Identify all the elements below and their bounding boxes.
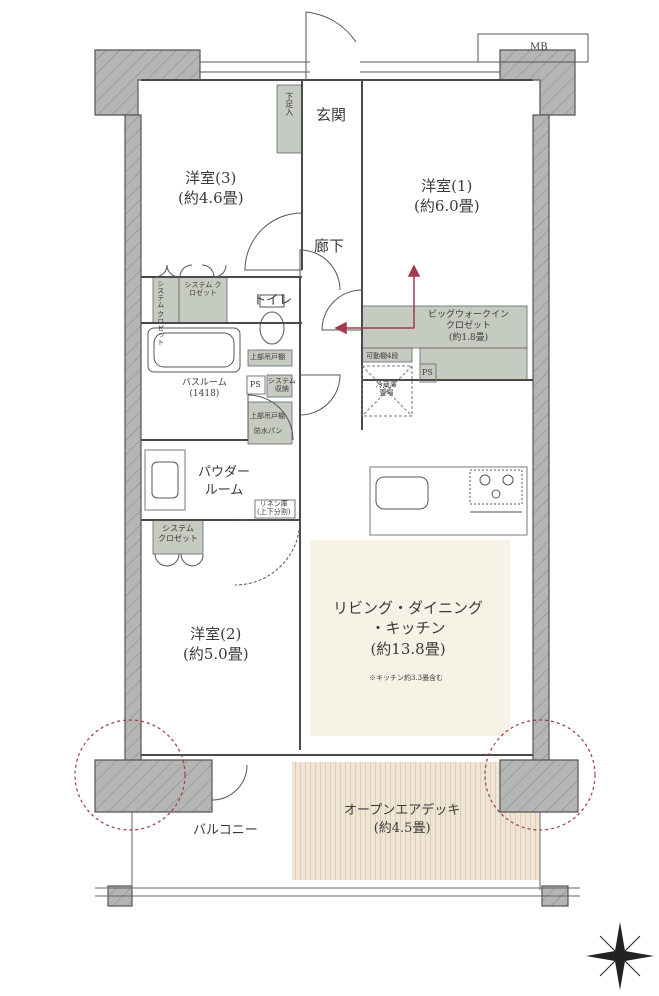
column-top-right bbox=[499, 49, 576, 116]
label-system-closet-a: システム クロゼット bbox=[156, 280, 165, 346]
upper-cabinet-1 bbox=[247, 349, 293, 367]
label-walk-in: ビッグウォークイン クロゼット (約1.8畳) bbox=[428, 310, 510, 343]
column-bottom-left bbox=[94, 759, 213, 813]
label-system-storage: システム 収納 bbox=[268, 377, 296, 394]
door-bath bbox=[247, 394, 294, 441]
mb-box bbox=[477, 33, 589, 63]
label-upper-cabinet-1: 上部吊戸棚 bbox=[250, 353, 285, 361]
toilet-icon bbox=[259, 294, 285, 345]
wash-basin-icon bbox=[151, 461, 179, 499]
label-waterproof-pan: 防水パン bbox=[254, 427, 283, 435]
walk-in-closet bbox=[361, 305, 528, 349]
label-shoe-box: 下足入 bbox=[284, 92, 294, 116]
label-upper-cabinet-2: 上部吊戸棚 bbox=[250, 412, 285, 420]
label-ps-2: PS bbox=[422, 368, 433, 377]
label-entrance: 玄関 bbox=[316, 106, 347, 124]
label-balcony: バルコニー bbox=[193, 823, 258, 838]
compass-rose-icon bbox=[586, 922, 654, 990]
door-toilet bbox=[299, 249, 341, 291]
label-western1: 洋室(1) (約6.0畳) bbox=[414, 177, 480, 216]
label-open-deck: オープンエアデッキ (約4.5畳) bbox=[344, 803, 461, 836]
label-ldk: リビング・ダイニング ・キッチン (約13.8畳) bbox=[333, 599, 484, 658]
ldk-highlight bbox=[310, 540, 510, 736]
ventilation-arrow-icon bbox=[334, 264, 421, 335]
bathtub-icon bbox=[147, 327, 241, 373]
label-fridge: 冷蔵庫 置場 bbox=[376, 381, 397, 398]
label-ldk-note: ※キッチン約3.3畳含む bbox=[369, 674, 444, 682]
label-ps-1: PS bbox=[250, 380, 261, 389]
linen-box bbox=[254, 499, 296, 519]
corner-highlight-left bbox=[74, 719, 186, 831]
system-closet-b bbox=[178, 276, 228, 324]
upper-cabinet-2 bbox=[247, 401, 293, 445]
open-deck-area bbox=[292, 762, 540, 880]
label-system-closet-c: システム クロゼット bbox=[158, 524, 198, 543]
door-balcony bbox=[211, 764, 248, 801]
label-linen: リネン庫 (上下分割) bbox=[257, 500, 291, 517]
system-closet-c bbox=[152, 519, 204, 555]
label-system-closet-b: システム クロゼット bbox=[184, 281, 222, 298]
door-corridor bbox=[299, 374, 341, 416]
closet-door-b bbox=[179, 264, 227, 278]
fridge-space bbox=[361, 365, 413, 417]
column-top-left bbox=[94, 49, 201, 116]
wall-left bbox=[124, 114, 142, 766]
label-bathroom: バスルーム (1418) bbox=[182, 378, 227, 400]
kitchen-counter bbox=[369, 466, 528, 536]
shoe-box bbox=[276, 84, 303, 154]
corner-highlight-right bbox=[484, 719, 596, 831]
kitchen-sink-icon bbox=[375, 476, 429, 510]
door-western3 bbox=[244, 212, 303, 271]
label-western2: 洋室(2) (約5.0畳) bbox=[183, 625, 249, 664]
label-powder: パウダー ルーム bbox=[198, 465, 251, 498]
column-bottom-right bbox=[499, 759, 579, 813]
door-western2 bbox=[234, 519, 301, 586]
gas-stove-icon bbox=[469, 469, 523, 513]
powder-counter bbox=[144, 449, 186, 511]
closet-door-a bbox=[154, 264, 180, 278]
label-western3: 洋室(3) (約4.6畳) bbox=[178, 169, 244, 208]
ps-box-1 bbox=[246, 375, 266, 395]
system-storage bbox=[266, 374, 293, 398]
label-hallway: 廊下 bbox=[314, 237, 345, 255]
label-mb: MB bbox=[530, 42, 548, 53]
closet-door-c bbox=[154, 553, 204, 567]
label-adjustable-shelf: 可動棚4段 bbox=[366, 352, 399, 360]
ps-box-2 bbox=[419, 363, 437, 383]
wall-right bbox=[532, 114, 550, 766]
entrance-door bbox=[305, 11, 357, 80]
label-toilet: トイレ bbox=[253, 293, 293, 308]
door-western1 bbox=[321, 289, 363, 331]
